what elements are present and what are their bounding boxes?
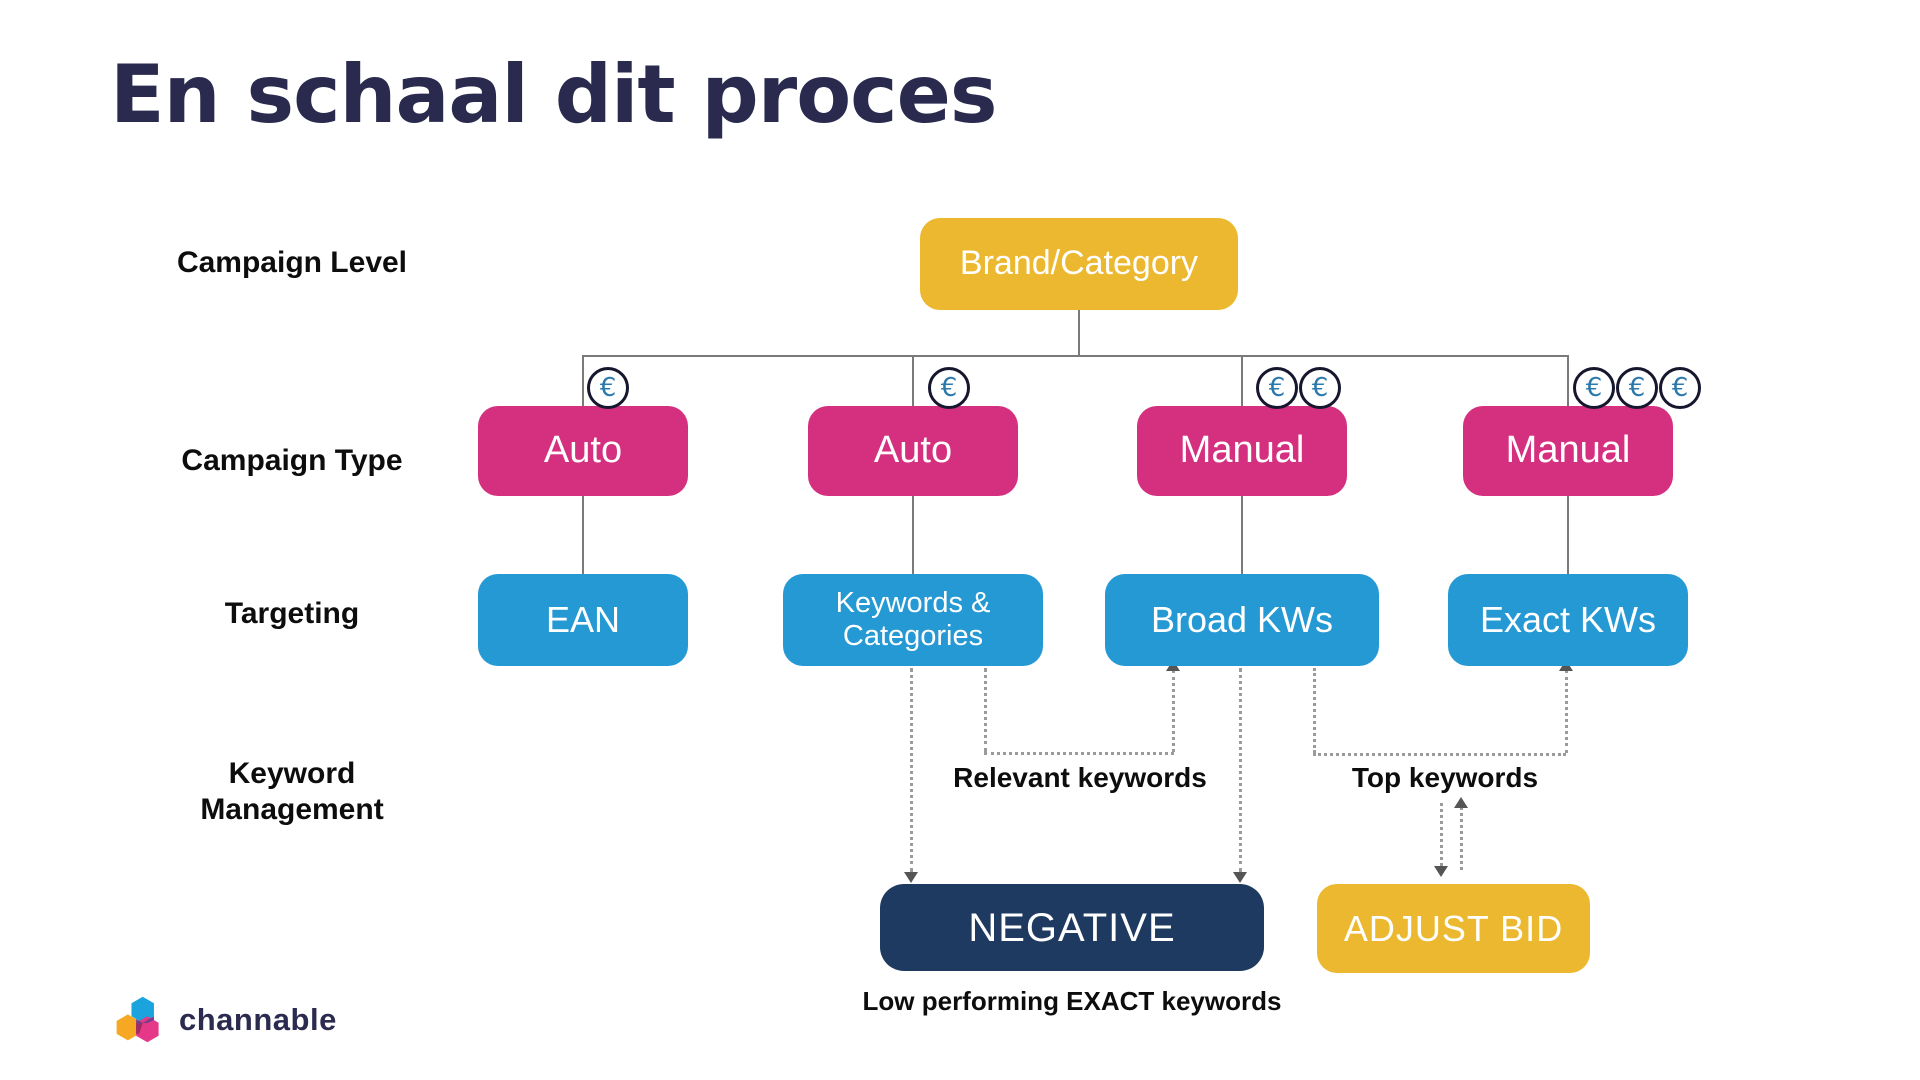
- dotted-adjustbid-to-topkw: [1460, 807, 1463, 870]
- dotted-kc-elbow-up: [1172, 670, 1175, 752]
- negative-box: NEGATIVE: [880, 884, 1264, 971]
- arrowhead-down-adjust-bid: [1434, 866, 1448, 877]
- top-keywords-label: Top keywords: [1351, 762, 1539, 793]
- euro-coin-icon: €: [1659, 367, 1701, 409]
- channable-logo-text: channable: [179, 1002, 337, 1037]
- connector-link-col4: [1567, 496, 1569, 576]
- channable-logo: channable: [113, 994, 337, 1046]
- euro-coin-icon: €: [928, 367, 970, 409]
- brand-category-box: Brand/Category: [920, 218, 1238, 310]
- row-label-keyword-management: Keyword Management: [200, 757, 384, 826]
- targeting-box-keywords-categories: Keywords & Categories: [783, 574, 1043, 666]
- dotted-broad-to-negative: [1239, 668, 1242, 872]
- connector-stem-col2: [912, 355, 914, 407]
- row-label-campaign-type: Campaign Type: [181, 444, 403, 477]
- connector-horizontal: [582, 355, 1569, 357]
- arrowhead-down-negative-right: [1233, 872, 1247, 883]
- dotted-topkw-to-adjustbid: [1440, 803, 1443, 866]
- euro-coin-icon: €: [1616, 367, 1658, 409]
- dotted-broad-elbow-up: [1565, 670, 1568, 753]
- targeting-box-ean: EAN: [478, 574, 688, 666]
- negative-caption: Low performing EXACT keywords: [862, 986, 1282, 1016]
- adjust-bid-box: ADJUST BID: [1317, 884, 1590, 973]
- targeting-box-broad-kws: Broad KWs: [1105, 574, 1379, 666]
- row-label-targeting: Targeting: [224, 597, 360, 630]
- dotted-kc-to-negative: [910, 668, 913, 872]
- targeting-box-exact-kws: Exact KWs: [1448, 574, 1688, 666]
- coin-row-col3: €€: [1256, 367, 1341, 409]
- coin-row-col2: €: [928, 367, 970, 409]
- connector-link-col1: [582, 496, 584, 576]
- dotted-broad-elbow-down: [1313, 668, 1316, 753]
- euro-coin-icon: €: [1256, 367, 1298, 409]
- euro-coin-icon: €: [1573, 367, 1615, 409]
- dotted-kc-elbow-across: [984, 752, 1174, 755]
- coin-row-col1: €: [587, 367, 629, 409]
- connector-stem-col3: [1241, 355, 1243, 407]
- connector-stem-col1: [582, 355, 584, 407]
- campaign-type-box-auto-1: Auto: [478, 406, 688, 496]
- connector-root-stem: [1078, 310, 1080, 356]
- campaign-type-box-manual-2: Manual: [1463, 406, 1673, 496]
- dotted-kc-elbow-down: [984, 668, 987, 752]
- arrowhead-down-negative-left: [904, 872, 918, 883]
- dotted-broad-elbow-across: [1313, 753, 1566, 756]
- arrowhead-up-top-keywords: [1454, 797, 1468, 808]
- relevant-keywords-label: Relevant keywords: [953, 762, 1207, 793]
- campaign-type-box-manual-1: Manual: [1137, 406, 1347, 496]
- euro-coin-icon: €: [1299, 367, 1341, 409]
- connector-stem-col4: [1567, 355, 1569, 407]
- coin-row-col4: €€€: [1573, 367, 1701, 409]
- connector-link-col2: [912, 496, 914, 576]
- connector-link-col3: [1241, 496, 1243, 576]
- page-title: En schaal dit proces: [110, 48, 997, 141]
- euro-coin-icon: €: [587, 367, 629, 409]
- channable-logo-icon: [116, 996, 159, 1043]
- campaign-type-box-auto-2: Auto: [808, 406, 1018, 496]
- row-label-campaign-level: Campaign Level: [176, 246, 408, 279]
